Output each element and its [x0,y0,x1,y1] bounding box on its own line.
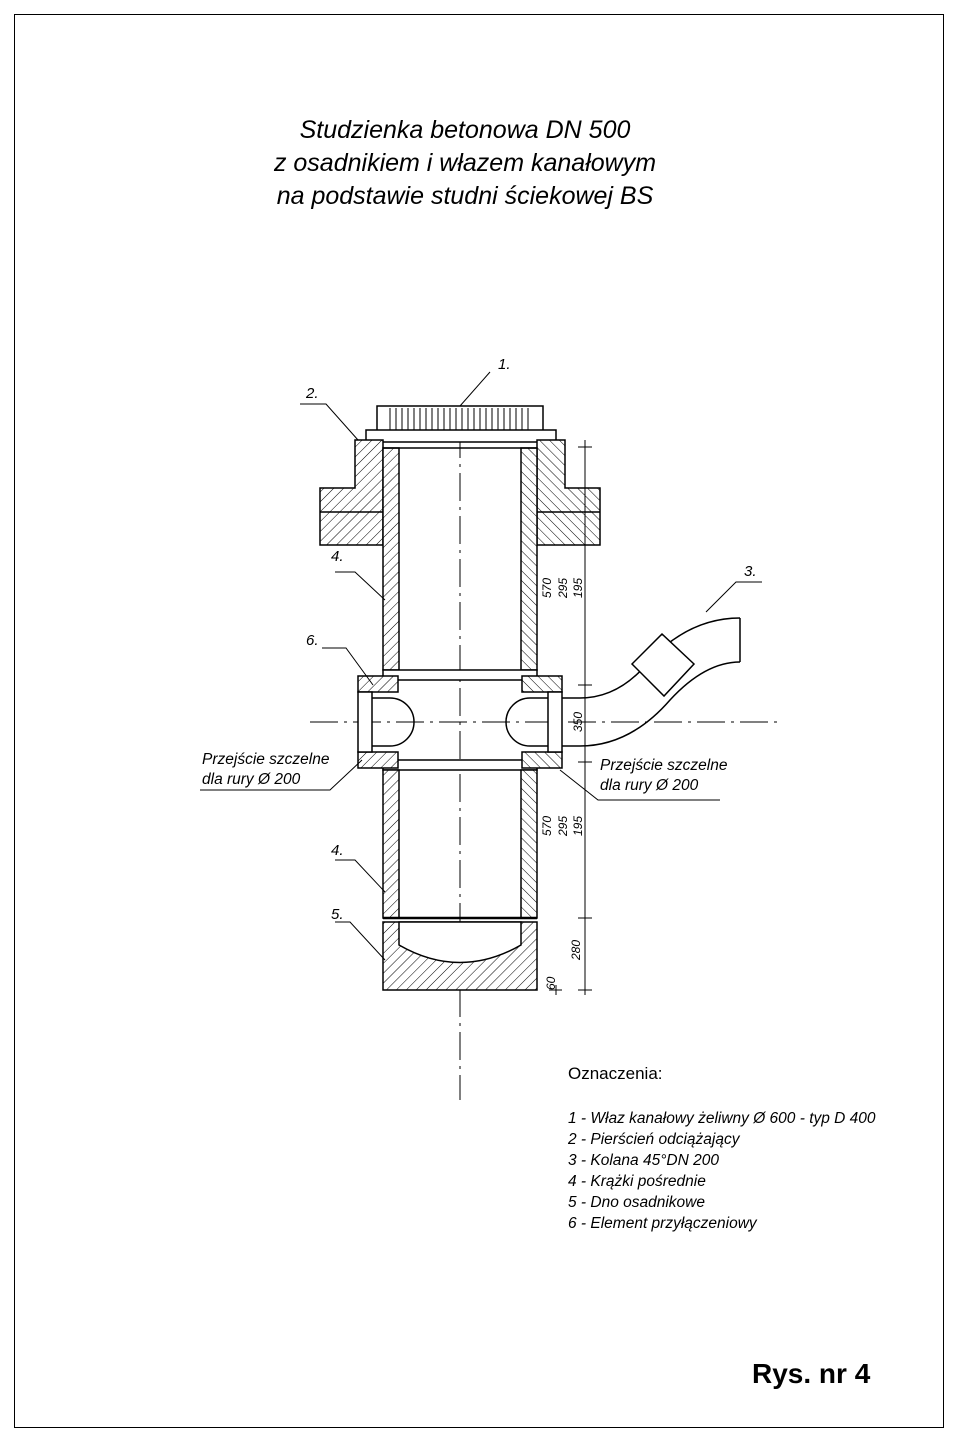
callout-1: 1. [498,356,511,373]
dim-top-195: 195 [571,577,585,598]
elbow-pipe [579,617,741,747]
title-line-3: na podstawie studni ściekowej BS [276,182,654,210]
legend-item: 6 - Element przyłączeniowy [568,1215,757,1232]
callout-4-lower: 4. [331,842,344,859]
relief-ring [319,439,601,546]
legend-item: 2 - Pierścień odciążający [568,1131,740,1148]
drawing-title: Studzienka betonowa DN 500 z osadnikiem … [200,114,730,213]
dim-bottom-280: 280 [569,939,583,960]
legend-item: 1 - Właz kanałowy żeliwny Ø 600 - typ D … [568,1110,876,1127]
callout-4-upper: 4. [331,548,344,565]
callout-6: 6. [306,632,319,649]
dim-top-570: 570 [540,577,554,598]
title-line-2: z osadnikiem i włazem kanałowym [273,149,657,177]
dim-lower-570: 570 [540,815,554,836]
passage-right-line-1: Przejście szczelne [600,757,728,774]
figure-label: Rys. nr 4 [752,1358,871,1389]
passage-label-left: Przejście szczelne dla rury Ø 200 [202,750,330,790]
passage-left-line-1: Przejście szczelne [202,751,330,768]
dim-base-60: 60 [544,976,558,990]
legend-item: 5 - Dno osadnikowe [568,1194,705,1211]
dim-middle-350: 350 [571,711,585,732]
upper-shaft-rings [382,447,538,671]
callout-2: 2. [306,385,319,402]
dimension-lines [549,440,592,995]
callout-5: 5. [331,906,344,923]
lower-shaft-rings [382,769,538,920]
legend-item: 3 - Kolana 45°DN 200 [568,1152,719,1169]
manhole-cover [365,405,557,443]
sump-bottom [382,921,538,991]
title-line-1: Studzienka betonowa DN 500 [299,116,631,144]
callout-3: 3. [744,563,757,580]
passage-label-right: Przejście szczelne dla rury Ø 200 [600,756,728,796]
dim-top-295: 295 [556,577,570,598]
connection-element [357,669,580,771]
legend-title: Oznaczenia: [568,1064,663,1083]
leader-lines [200,371,762,961]
legend-item: 4 - Krążki pośrednie [568,1173,706,1190]
drawing-frame [14,14,944,1428]
dim-lower-195: 195 [571,815,585,836]
legend-list: 1 - Właz kanałowy żeliwny Ø 600 - typ D … [568,1108,876,1234]
dim-lower-295: 295 [556,815,570,836]
passage-left-line-2: dla rury Ø 200 [202,771,301,788]
passage-right-line-2: dla rury Ø 200 [600,777,699,794]
